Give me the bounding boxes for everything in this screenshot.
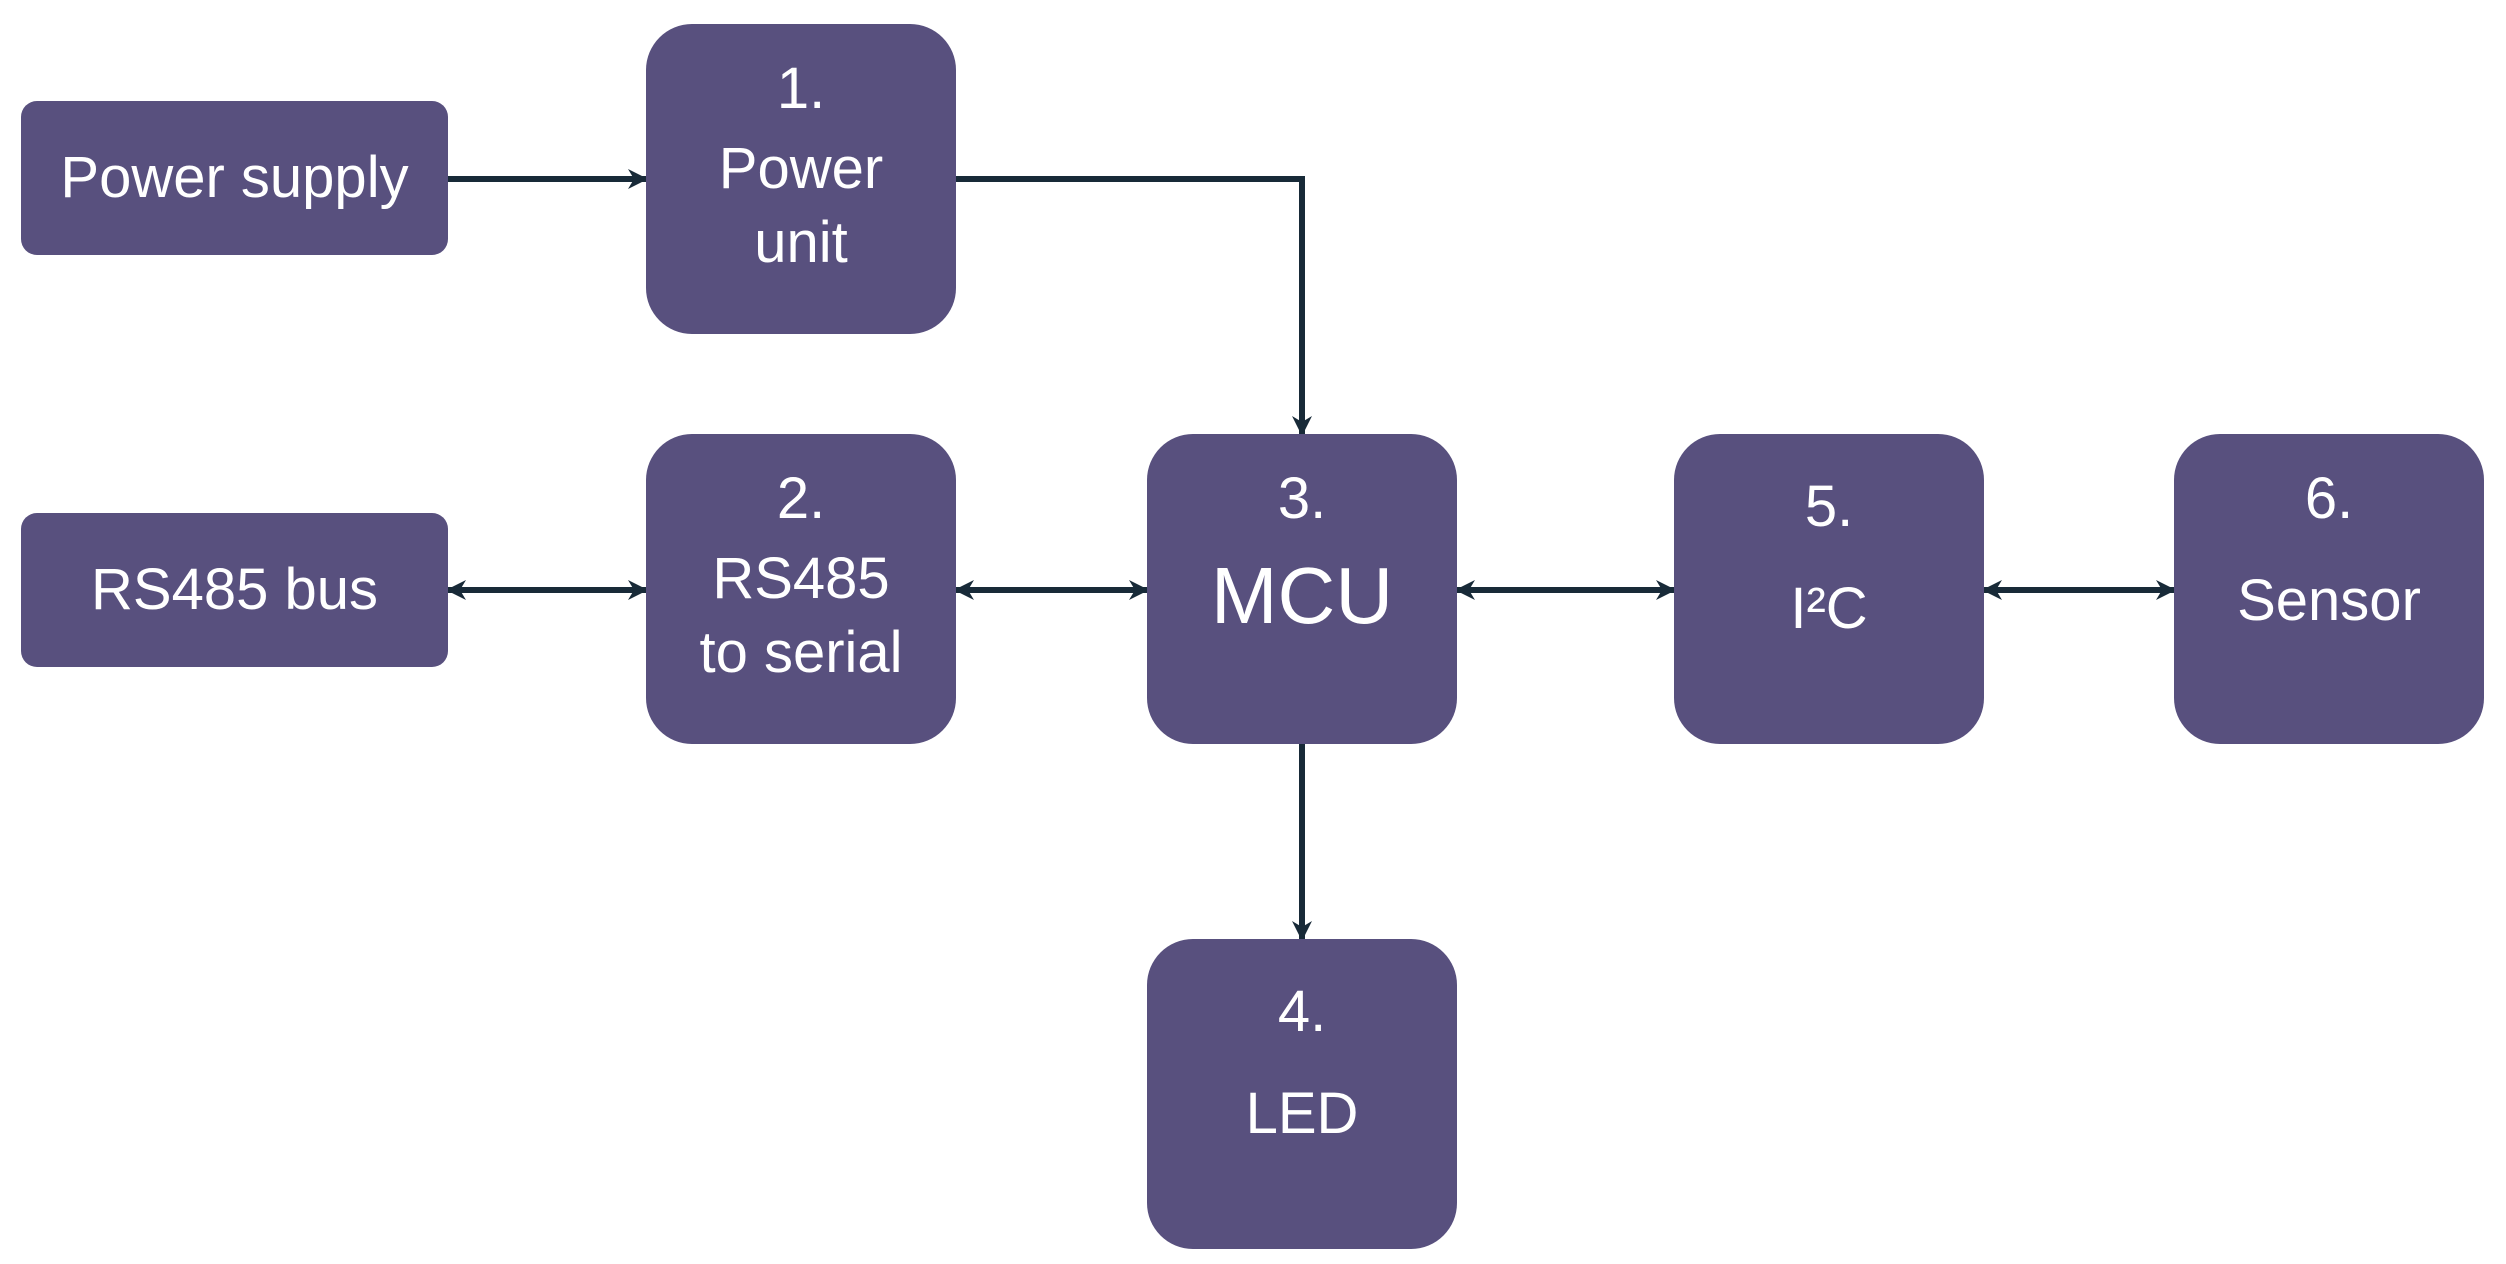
sensor-block: 6. Sensor [2174, 434, 2484, 744]
mcu-block: 3. MCU [1147, 434, 1457, 744]
rs485-to-serial-label-line1: RS485 [712, 546, 890, 612]
rs485-bus-block: RS485 bus [21, 513, 448, 667]
i2c-block: 5. I²C [1674, 434, 1984, 744]
power-supply-block: Power supply [21, 101, 448, 255]
mcu-label: MCU [1210, 551, 1394, 641]
i2c-number: 5. [1804, 474, 1854, 539]
power-unit-block: 1. Power unit [646, 24, 956, 334]
i2c-label: I²C [1790, 576, 1868, 642]
rs485-to-serial-block: 2. RS485 to serial [646, 434, 956, 744]
led-number: 4. [1277, 979, 1327, 1044]
rs485-to-serial-label-line2: to serial [699, 620, 903, 686]
sensor-number: 6. [2304, 466, 2354, 531]
sensor-label: Sensor [2237, 568, 2421, 634]
rs485-bus-label: RS485 bus [91, 556, 378, 622]
power-supply-label: Power supply [60, 144, 409, 210]
power-unit-label-line1: Power [718, 136, 884, 202]
mcu-number: 3. [1277, 466, 1327, 531]
power-unit-label-line2: unit [754, 210, 848, 276]
power-unit-number: 1. [776, 56, 826, 121]
arrow-power-unit-to-mcu [956, 176, 1312, 436]
led-label: LED [1245, 1081, 1359, 1147]
led-block: 4. LED [1147, 939, 1457, 1249]
rs485-to-serial-number: 2. [776, 466, 826, 531]
